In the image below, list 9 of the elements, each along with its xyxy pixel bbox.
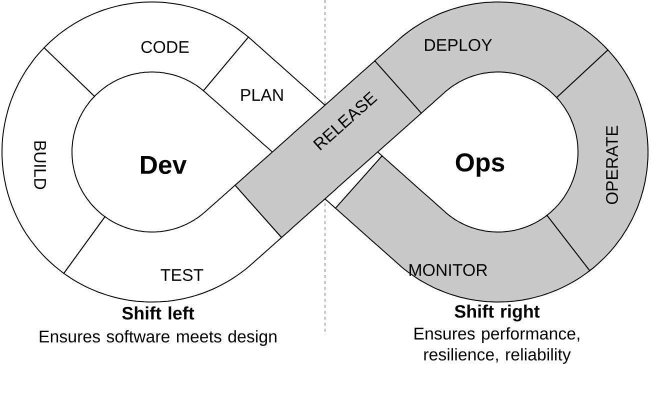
caption-text: Ensures performance, resilience, reliability <box>414 327 580 364</box>
loop-center-label: Dev <box>140 156 187 174</box>
caption-text: Ensures software meets design <box>40 330 276 346</box>
node-label: OPERATE <box>606 126 618 204</box>
caption-heading: Shift left <box>122 306 194 320</box>
loop-segment: TEST <box>63 184 282 302</box>
caption-heading: Shift right <box>454 304 540 322</box>
loop-segment: BUILD <box>2 47 106 274</box>
loop-center-label: Ops <box>456 153 504 177</box>
